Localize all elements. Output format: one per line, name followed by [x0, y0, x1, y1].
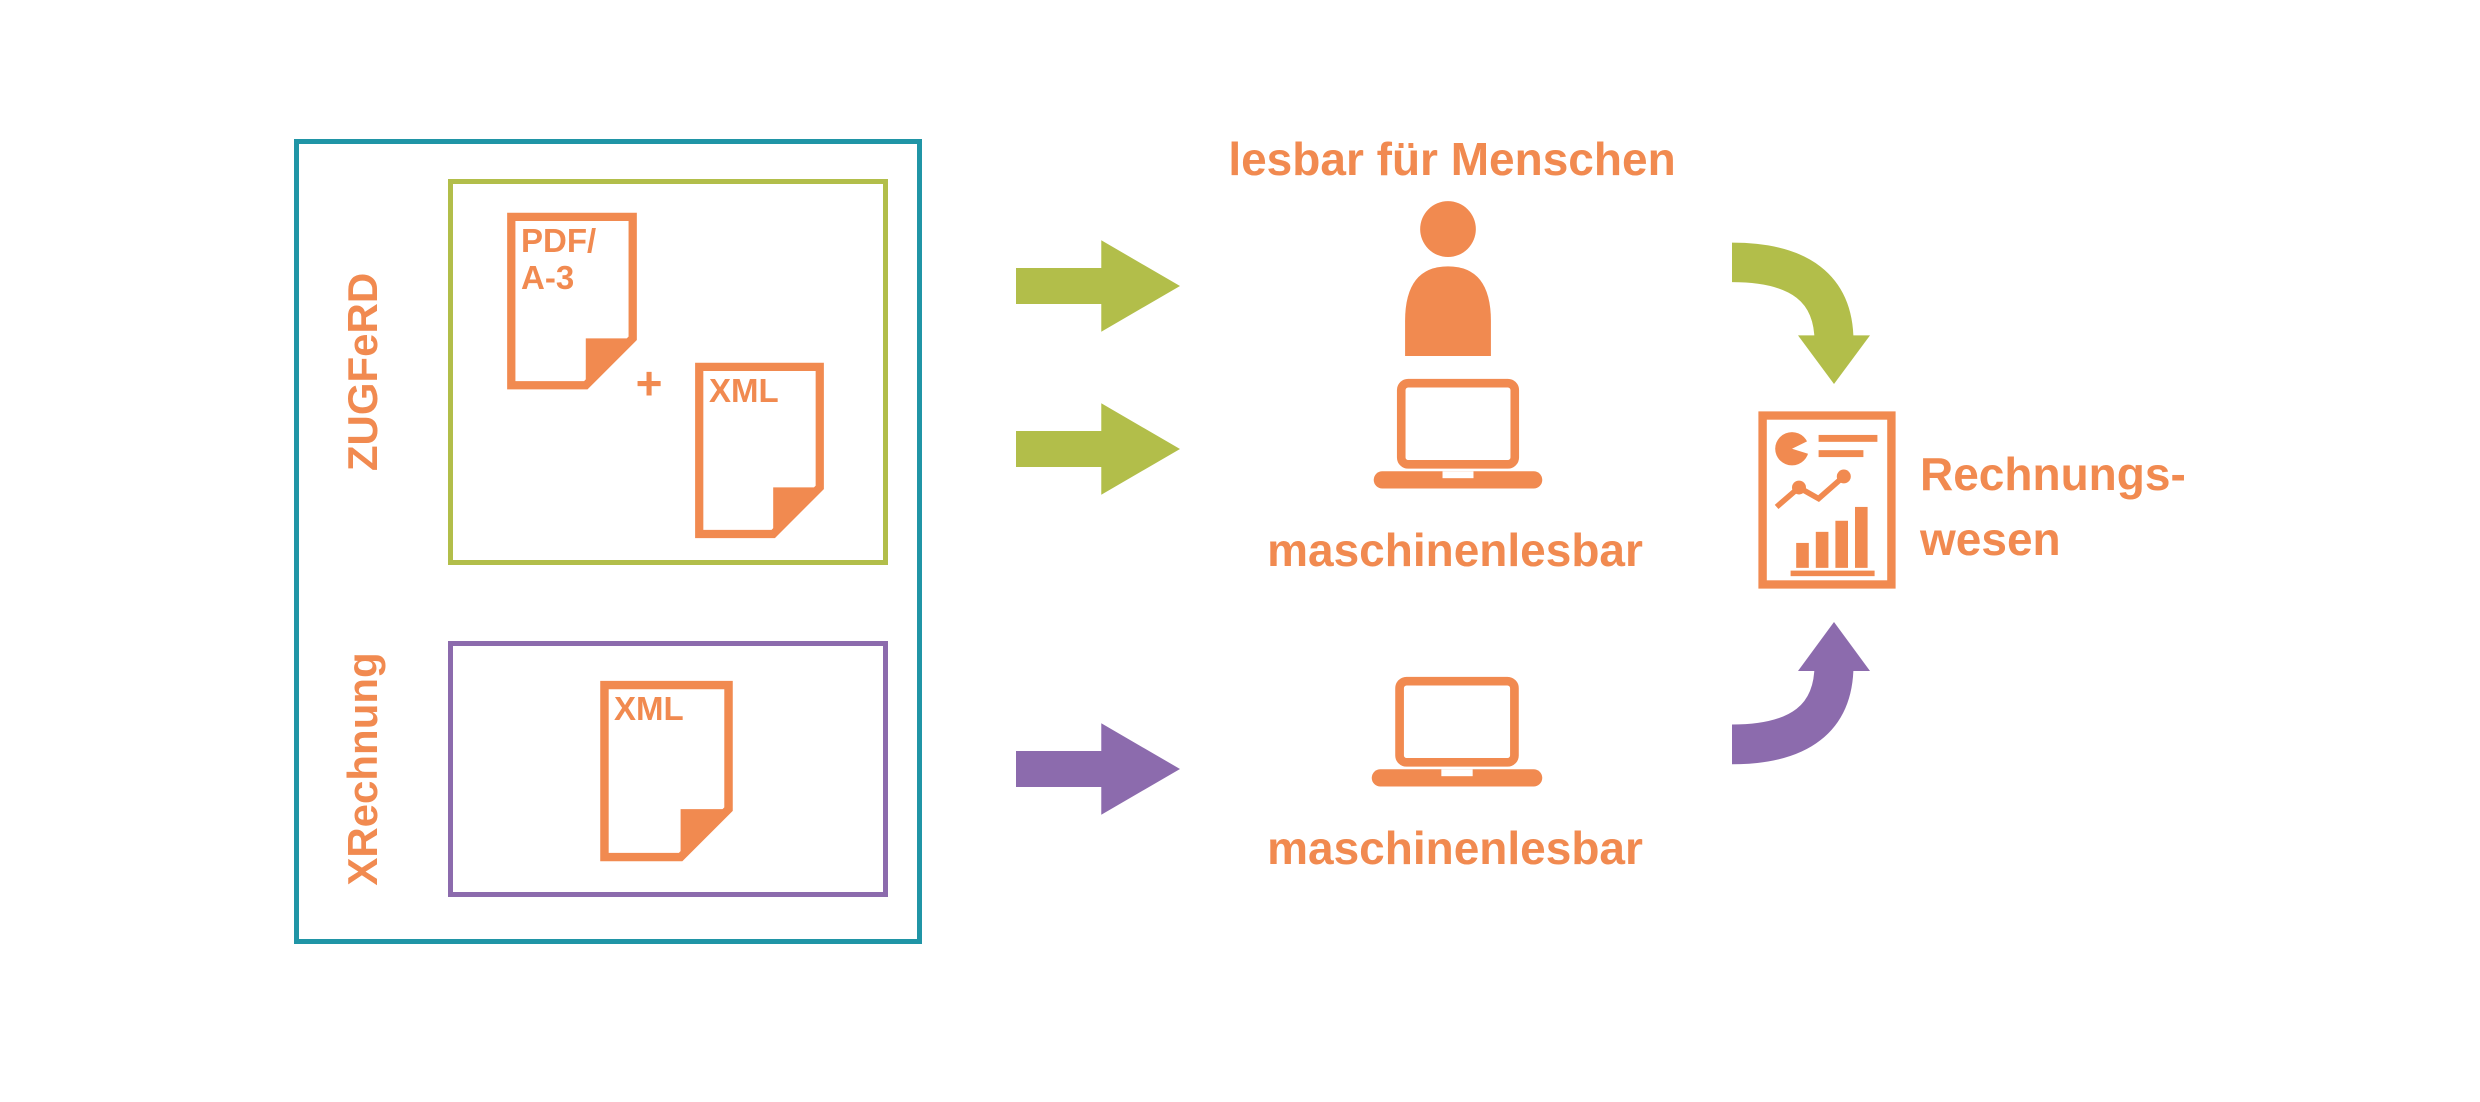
zugferd-xml-document-icon: XML: [691, 360, 828, 546]
accounting-label-line1: Rechnungs-: [1920, 448, 2186, 500]
xrechnung-to-machine-arrow-icon: [1016, 720, 1180, 818]
laptop-icon: [1370, 676, 1544, 790]
xrechnung-group-box: [448, 641, 888, 897]
zugferd-group-box: [448, 179, 888, 565]
chart-document-icon: [1757, 410, 1897, 590]
pdf-a3-document-label: PDF/ A-3: [521, 222, 597, 296]
pdf-a3-document-icon: PDF/ A-3: [503, 210, 641, 396]
xrechnung-xml-document-icon: XML: [596, 678, 737, 870]
human-readable-label: lesbar für Menschen: [1228, 133, 1676, 185]
zugferd-to-human-arrow-icon: [1016, 237, 1180, 335]
accounting-label-line2: wesen: [1920, 513, 2061, 566]
machine-to-accounting-curved-arrow-icon: [1729, 622, 1879, 775]
human-to-accounting-curved-arrow-icon: [1729, 232, 1879, 384]
zugferd-xml-document-label: XML: [709, 372, 779, 409]
laptop-icon: [1372, 378, 1544, 492]
formats-outer-box: [294, 139, 922, 944]
person-icon: [1390, 200, 1506, 356]
xrechnung-xml-document-label: XML: [614, 690, 684, 727]
plus-sign: +: [635, 357, 663, 409]
machine-readable-label-zugferd: maschinenlesbar: [1267, 524, 1643, 576]
accounting-label: Rechnungs- wesen: [1920, 442, 2186, 573]
zugferd-label: ZUGFeRD: [339, 272, 386, 472]
zugferd-to-machine-arrow-icon: [1016, 400, 1180, 498]
xrechnung-label: XRechnung: [339, 652, 386, 886]
machine-readable-label-xrechnung: maschinenlesbar: [1267, 822, 1643, 874]
